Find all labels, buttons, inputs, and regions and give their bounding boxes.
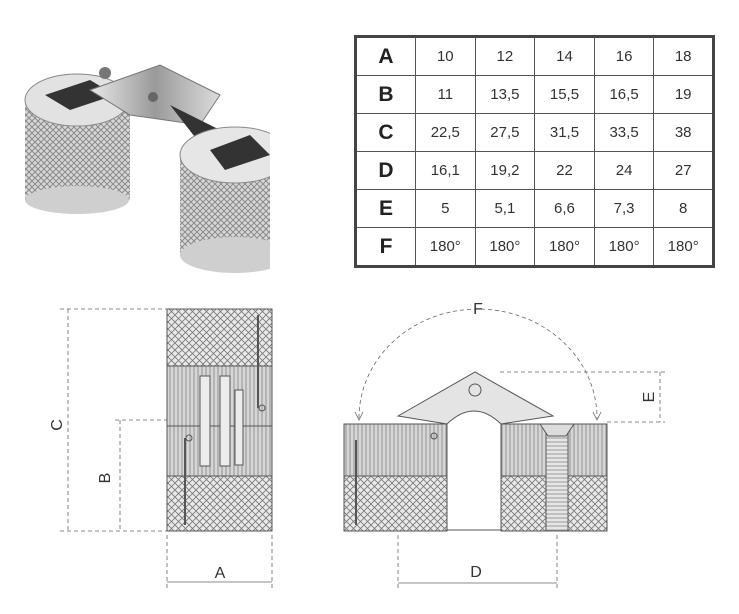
table-cell: 16,1 (415, 151, 476, 190)
table-cell: 33,5 (593, 113, 655, 152)
right-cylinder (179, 126, 270, 273)
side-view (166, 308, 273, 532)
dim-label-c: C (49, 419, 66, 431)
row-label: E (355, 189, 416, 228)
dimension-lines (60, 308, 665, 590)
table-cell: 31,5 (534, 113, 595, 152)
dim-label-b: B (97, 473, 114, 484)
table-cell: 180° (653, 227, 714, 267)
front-view (343, 371, 608, 532)
row-label: F (355, 227, 416, 267)
row-label: B (355, 75, 416, 114)
table-cell: 22 (534, 151, 595, 190)
dim-label-d: D (470, 564, 482, 581)
table-cell: 180° (415, 227, 476, 267)
table-cell: 16,5 (593, 75, 655, 114)
table-cell: 27,5 (474, 113, 536, 152)
dim-label-f: F (473, 301, 483, 318)
dim-label-a: A (215, 565, 226, 582)
dim-label-e: E (641, 392, 658, 403)
table-cell: 22,5 (415, 113, 476, 152)
table-cell: 27 (653, 151, 714, 190)
table-cell: 14 (534, 36, 595, 76)
table-cell: 16 (593, 36, 655, 76)
table-cell: 13,5 (474, 75, 536, 114)
row-label: D (355, 151, 416, 190)
table-cell: 38 (653, 113, 714, 152)
table-cell: 180° (534, 227, 595, 267)
table-cell: 5,1 (474, 189, 536, 228)
table-cell: 7,3 (593, 189, 655, 228)
table-cell: 19 (653, 75, 714, 114)
hinge-photo (24, 64, 270, 273)
table-cell: 15,5 (534, 75, 595, 114)
table-cell: 180° (474, 227, 536, 267)
